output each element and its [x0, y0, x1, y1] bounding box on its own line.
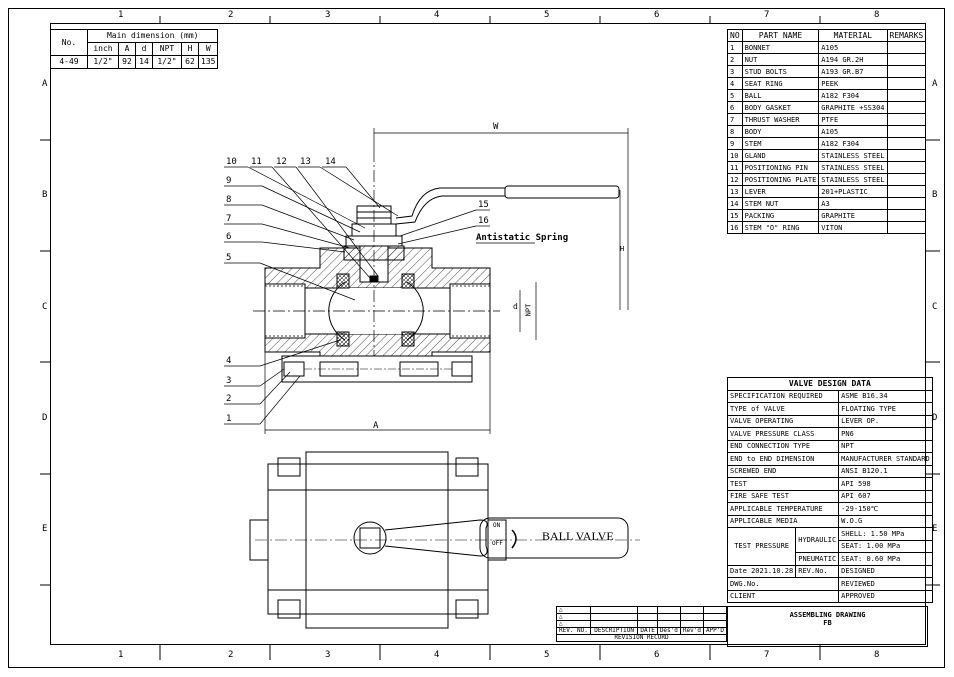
zone-col-3-bottom: 3: [325, 650, 331, 660]
callout-15: 15: [478, 200, 489, 210]
dimensions-table: No. Main dimension (mm) inch A d NPT H W…: [50, 29, 219, 69]
date-value: 2021.10.28: [751, 567, 794, 576]
zone-row-b-left: B: [42, 190, 48, 200]
callout-2: 2: [226, 394, 232, 404]
zone-col-4-bottom: 4: [434, 650, 440, 660]
off-label: OFF: [492, 540, 503, 547]
drawing-title: ASSEMBLING DRAWING: [789, 611, 866, 619]
callout-16: 16: [478, 216, 489, 226]
revision-table: △ △ △ REV. NO. DESCRIPTION DATE Des'd Re…: [556, 606, 728, 642]
on-label: ON: [493, 522, 501, 529]
zone-col-6-bottom: 6: [654, 650, 660, 660]
callout-11: 11: [251, 157, 262, 167]
callout-10: 10: [226, 157, 237, 167]
zone-col-5-top: 5: [544, 10, 550, 20]
dim-label-npt: NPT: [524, 303, 533, 317]
parts-cell: GRAPHITE: [818, 209, 888, 222]
zone-col-7-top: 7: [764, 10, 770, 20]
callout-7: 7: [226, 214, 232, 224]
zone-col-8-top: 8: [874, 10, 880, 20]
zone-col-6-top: 6: [654, 10, 660, 20]
callout-4: 4: [226, 356, 232, 366]
callout-8: 8: [226, 195, 232, 205]
parts-cell: [886, 221, 927, 234]
zone-row-a-left: A: [42, 79, 48, 89]
dim-header-no: No.: [50, 29, 88, 56]
approved-label: APPROVED: [838, 589, 933, 603]
inner-frame: [50, 23, 926, 645]
zone-col-2-top: 2: [228, 10, 234, 20]
dim-label-w: W: [493, 122, 499, 132]
zone-col-5-bottom: 5: [544, 650, 550, 660]
antistatic-spring-label: Antistatic Spring: [476, 233, 569, 243]
callout-3: 3: [226, 376, 232, 386]
client-label: CLIENT: [726, 589, 840, 603]
callout-5: 5: [226, 253, 232, 263]
dim-label-h: H: [620, 245, 625, 253]
callout-leaders: [224, 166, 490, 425]
rev-caption: REVISION RECORD: [556, 634, 727, 642]
callout-6: 6: [226, 232, 232, 242]
date-label-text: Date: [730, 567, 747, 576]
parts-cell: VITON: [818, 221, 888, 234]
dimension-lines: [264, 128, 629, 434]
zone-row-d-right: D: [932, 413, 938, 423]
callout-14: 14: [325, 157, 336, 167]
parts-cell: 16: [727, 221, 743, 234]
callout-1: 1: [226, 414, 232, 424]
zone-row-a-right: A: [932, 79, 938, 89]
zone-col-7-bottom: 7: [764, 650, 770, 660]
parts-header-remarks: REMARKS: [886, 29, 927, 42]
zone-col-2-bottom: 2: [228, 650, 234, 660]
zone-col-1-top: 1: [118, 10, 124, 20]
design-data-table: VALVE DESIGN DATA SPECIFICATION REQUIRED…: [726, 377, 933, 603]
lever-text: BALL VALVE: [542, 529, 614, 543]
test-pressure-label: TEST PRESSURE: [726, 527, 797, 566]
top-view: [249, 451, 640, 629]
zone-row-c-left: C: [42, 302, 48, 312]
dim-cell: 135: [197, 55, 219, 69]
zone-row-d-left: D: [42, 413, 48, 423]
drawing-title-box: ASSEMBLING DRAWING FB: [727, 606, 928, 647]
parts-cell: STEM "O" RING: [741, 221, 820, 234]
zone-row-e-right: E: [932, 524, 938, 534]
zone-row-e-left: E: [42, 524, 48, 534]
zone-row-c-right: C: [932, 302, 938, 312]
hydraulic-label: HYDRAULIC: [795, 527, 840, 553]
zone-col-1-bottom: 1: [118, 650, 124, 660]
dim-cell: 1/2": [152, 55, 182, 69]
zone-col-3-top: 3: [325, 10, 331, 20]
outer-frame: [8, 8, 945, 668]
dim-cell: 14: [135, 55, 153, 69]
dim-label-a: A: [373, 421, 379, 431]
dim-label-d: d: [513, 302, 518, 311]
zone-col-4-top: 4: [434, 10, 440, 20]
callout-12: 12: [276, 157, 287, 167]
frame-ticks: [40, 16, 940, 660]
section-view: [253, 150, 620, 383]
callout-9: 9: [226, 176, 232, 186]
drawing-subtitle: FB: [823, 619, 832, 627]
callout-13: 13: [300, 157, 311, 167]
design-row: APPLICABLE TEMPERATURE-29-150℃: [726, 502, 933, 516]
dim-row: 4-49 1/2" 92 14 1/2" 62 135: [50, 55, 219, 69]
zone-col-8-bottom: 8: [874, 650, 880, 660]
zone-row-b-right: B: [932, 190, 938, 200]
